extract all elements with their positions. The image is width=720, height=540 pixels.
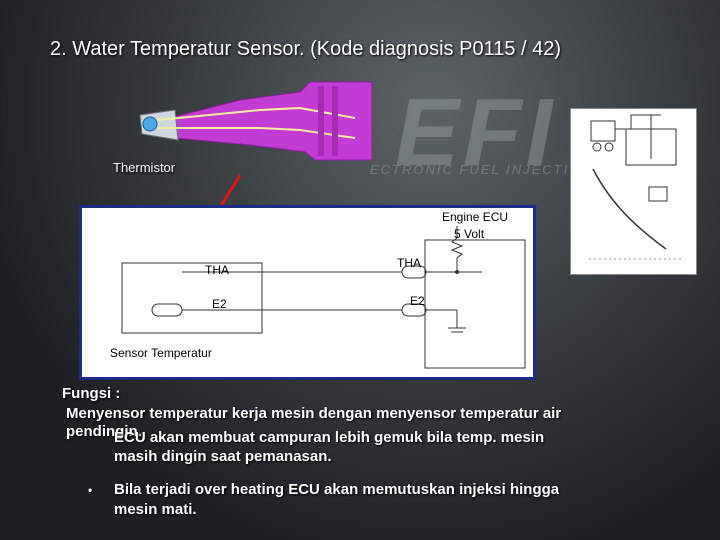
ecu-label: Engine ECU — [442, 210, 509, 224]
sensor-outline — [121, 262, 263, 334]
thermistor-element — [142, 116, 158, 132]
resistance-curve — [592, 168, 667, 250]
connector-rib — [318, 86, 324, 156]
sensor-tha-label: THA — [205, 263, 229, 277]
circuit-lines — [121, 226, 526, 369]
ecu-voltage-label: 5 Volt — [454, 227, 485, 241]
description-intro-line1: Menyensor temperatur kerja mesin dengan … — [66, 405, 562, 422]
meter-terminal — [592, 142, 602, 152]
efi-logo-background: EFI — [395, 79, 557, 186]
pullup-resistor — [450, 237, 464, 259]
sensor-wire-1 — [157, 106, 356, 121]
bullet-2-line1: Bila terjadi over heating ECU akan memut… — [114, 481, 560, 498]
efi-subtitle-background: ECTRONIC FUEL INJECTION — [370, 162, 593, 177]
sensor-wire-2 — [158, 127, 356, 139]
description-intro-line2: pendingin. — [66, 423, 142, 440]
circuit-diagram: Engine ECU 5 Volt THA E2 THA E2 Sensor T… — [79, 205, 536, 380]
meter-lead — [615, 114, 661, 130]
meter-terminal — [604, 142, 614, 152]
measurement-graph — [589, 114, 681, 260]
sensor-sketch — [648, 186, 668, 202]
measurement-graph-panel — [570, 108, 697, 275]
bullet-2-line2: mesin mati. — [114, 501, 197, 518]
bullet-dot: • — [88, 483, 93, 497]
thermistor-label: Thermistor — [113, 160, 176, 175]
ecu-tha-label: THA — [397, 256, 421, 270]
ecu-outline — [424, 239, 526, 369]
ecu-e2-label: E2 — [410, 294, 425, 308]
bullet-1-line1: ECU akan membuat campuran lebih gemuk bi… — [114, 429, 545, 446]
sensor-caption: Sensor Temperatur — [110, 346, 212, 360]
sensor-body — [169, 81, 373, 161]
bullet-1-line2: masih dingin saat pemanasan. — [114, 448, 332, 465]
ohmmeter-icon — [590, 120, 616, 142]
connector-rib — [332, 86, 338, 156]
sensor-e2-label: E2 — [212, 297, 227, 311]
sensor-resistor-symbol — [151, 303, 183, 317]
slide-title: 2. Water Temperatur Sensor. (Kode diagno… — [50, 38, 562, 60]
description-heading: Fungsi : — [62, 385, 121, 402]
